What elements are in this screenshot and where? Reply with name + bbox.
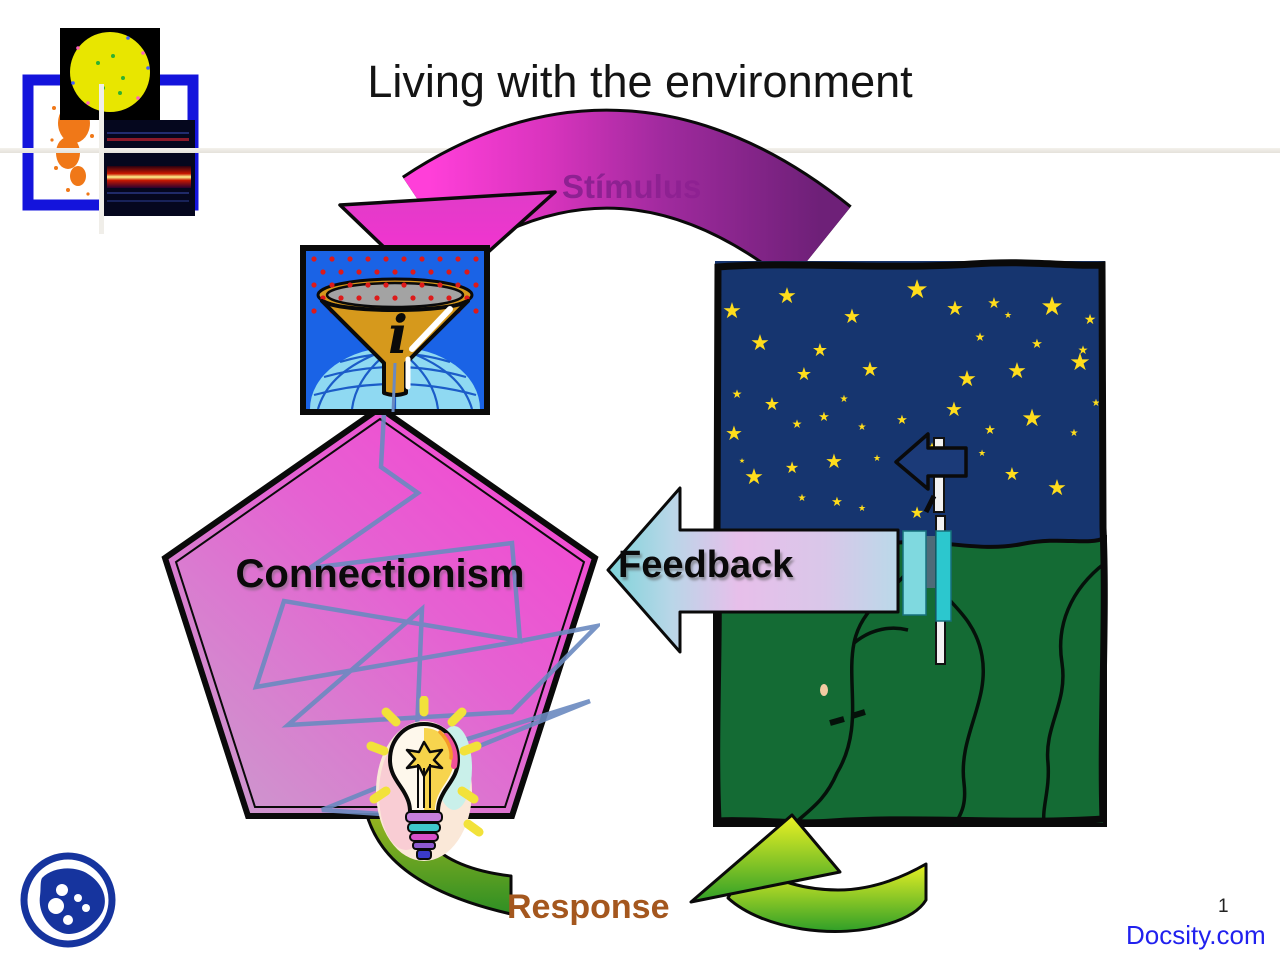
svg-text:★: ★ (825, 451, 843, 473)
svg-text:★: ★ (831, 494, 843, 509)
svg-text:★: ★ (840, 394, 849, 405)
svg-text:★: ★ (796, 364, 812, 384)
svg-text:★: ★ (722, 298, 742, 323)
sun-tile-icon (60, 28, 160, 120)
svg-text:★: ★ (861, 359, 879, 381)
svg-text:★: ★ (1004, 464, 1020, 484)
lightbulb-icon (366, 696, 484, 861)
cyan-bar (935, 530, 952, 622)
feedback-label: Feedback (618, 544, 794, 586)
spectrogram-tile-icon (103, 120, 195, 216)
bulb-base (405, 811, 443, 860)
svg-text:★: ★ (812, 340, 828, 360)
svg-text:★: ★ (843, 306, 861, 328)
svg-text:★: ★ (896, 412, 908, 427)
svg-text:★: ★ (957, 366, 977, 391)
light-rays (366, 696, 484, 837)
svg-text:★: ★ (750, 330, 770, 355)
svg-text:★: ★ (984, 422, 996, 437)
svg-text:★: ★ (785, 460, 799, 477)
connectionism-label: Connectionism (235, 552, 525, 596)
response-label: Response (507, 888, 670, 926)
sun-spectrogram-logo (22, 28, 199, 216)
svg-text:★: ★ (1004, 310, 1012, 320)
left-arrow-sign (894, 432, 968, 491)
svg-text:★: ★ (910, 505, 924, 522)
svg-text:★: ★ (905, 274, 928, 304)
info-funnel-icon: i (300, 245, 490, 415)
svg-text:★: ★ (798, 493, 807, 504)
svg-text:★: ★ (725, 423, 743, 445)
svg-text:★: ★ (1007, 358, 1027, 383)
star-icons: ★★★★★★★★★★★★★★★★★★★★★★★★★★★★★★★★★★★★★★★★… (722, 274, 1100, 522)
svg-text:★: ★ (1084, 311, 1097, 327)
docsity-watermark[interactable]: Docsity.com (1126, 920, 1266, 950)
svg-text:★: ★ (1021, 405, 1043, 432)
svg-text:★: ★ (945, 399, 963, 421)
svg-text:★: ★ (744, 464, 764, 489)
svg-text:★: ★ (777, 283, 797, 308)
svg-text:★: ★ (975, 330, 986, 344)
svg-text:★: ★ (858, 422, 867, 433)
feedback-arrow (606, 486, 952, 654)
hand-drawn-border (713, 259, 1108, 827)
svg-text:★: ★ (987, 295, 1000, 312)
palette-logo-icon (20, 852, 116, 948)
svg-text:★: ★ (873, 453, 881, 463)
page-number: 1 (1218, 896, 1229, 917)
info-glyph: i (388, 305, 408, 366)
svg-text:★: ★ (1040, 291, 1063, 321)
svg-text:★: ★ (818, 409, 830, 424)
svg-text:★: ★ (1069, 349, 1091, 376)
svg-text:★: ★ (764, 394, 780, 414)
svg-text:★: ★ (1047, 475, 1067, 500)
cyan-bar (902, 530, 927, 616)
svg-text:★: ★ (1078, 343, 1089, 357)
svg-text:★: ★ (1070, 428, 1079, 439)
svg-text:★: ★ (1031, 336, 1043, 351)
pentagon-shape (161, 404, 600, 820)
page-title: Living with the environment (367, 56, 913, 107)
stimulus-label: Stímulus (562, 168, 702, 205)
template-vertical-rule (99, 84, 104, 234)
svg-text:★: ★ (792, 417, 803, 431)
svg-text:★: ★ (978, 448, 986, 458)
svg-text:★: ★ (946, 298, 964, 320)
svg-text:★: ★ (739, 457, 745, 465)
svg-text:★: ★ (732, 387, 743, 401)
response-arc-right (689, 813, 928, 933)
svg-text:★: ★ (858, 503, 866, 513)
scribble-line (252, 412, 600, 820)
svg-text:★: ★ (1092, 398, 1101, 409)
arrowhead (689, 813, 842, 904)
